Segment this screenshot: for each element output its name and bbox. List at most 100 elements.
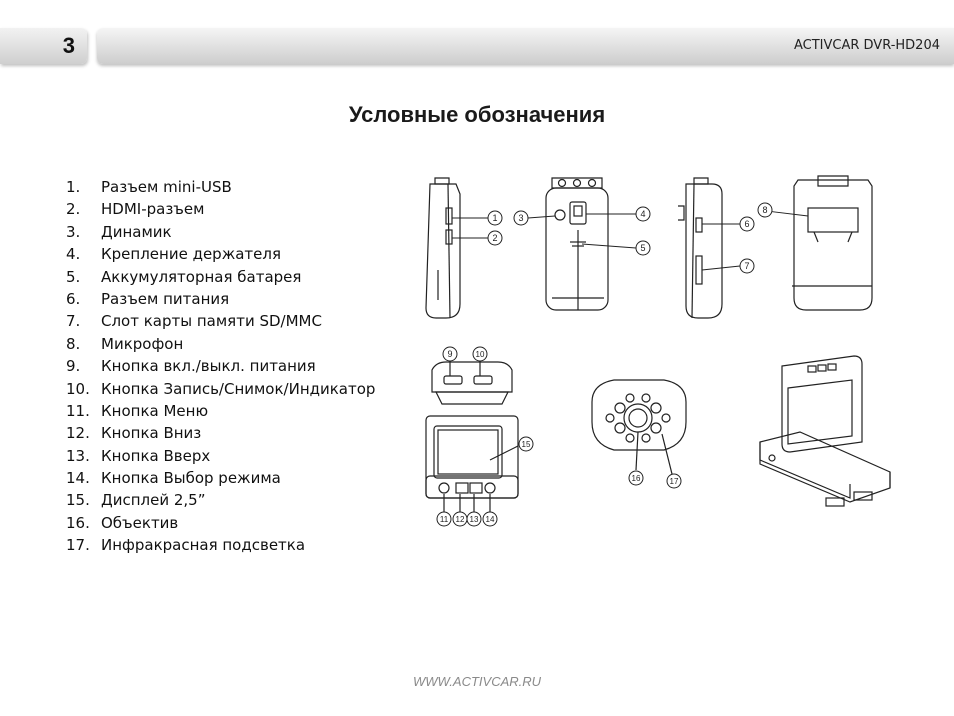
legend-label: Кнопка Вниз (101, 424, 202, 443)
callout-5: 5 (635, 240, 651, 256)
legend-label: Динамик (101, 222, 172, 241)
legend-label: Крепление держателя (101, 245, 281, 264)
legend-item: 14. Кнопка Выбор режима (66, 467, 375, 489)
legend-number: 8. (66, 334, 81, 353)
callout-8: 8 (757, 202, 773, 218)
legend-label: Инфракрасная подсветка (101, 536, 306, 555)
header-bar: ACTIVCAR DVR-HD204 (97, 28, 954, 64)
callout-3: 3 (513, 210, 529, 226)
callout-15: 15 (518, 436, 534, 452)
legend-item: 16. Объектив (66, 512, 375, 534)
device-perspective-view (759, 355, 891, 507)
callout-label: 2 (492, 233, 497, 243)
callout-label: 14 (486, 515, 495, 524)
legend-number: 2. (66, 200, 81, 219)
legend-label: Разъем питания (101, 289, 230, 308)
callout-2: 2 (487, 230, 503, 246)
legend-item: 10.Кнопка Запись/Снимок/Индикатор (66, 378, 375, 400)
callout-4: 4 (635, 206, 651, 222)
parts-legend: 1. Разъем mini-USB 2. HDMI-разъем 3. Динами… (66, 176, 375, 557)
legend-number: 1. (66, 178, 81, 196)
legend-item: 6. Разъем питания (66, 288, 375, 310)
callout-label: 12 (456, 515, 465, 524)
legend-label: Слот карты памяти SD/MMC (101, 312, 322, 331)
legend-label: Разъем mini-USB (101, 178, 232, 196)
callout-label: 9 (447, 349, 452, 359)
device-diagram: 1 2 3 4 5 6 7 8 9 10 11 12 13 14 15 16 1… (425, 175, 891, 527)
legend-number: 14. (66, 469, 90, 488)
callout-14: 14 (482, 511, 498, 527)
device-display-view (425, 415, 519, 512)
legend-item: 5. Аккумуляторная батарея (66, 266, 375, 288)
callout-markers: 1 2 3 4 5 6 7 8 9 10 11 12 13 14 15 16 1… (436, 202, 773, 527)
legend-number: 6. (66, 289, 81, 308)
callout-label: 1 (492, 213, 497, 223)
legend-item: 4. Крепление держателя (66, 243, 375, 265)
page-number-tab: 3 (0, 28, 87, 64)
legend-number: 15. (66, 491, 90, 510)
legend-item: 17. Инфракрасная подсветка (66, 534, 375, 556)
callout-label: 3 (518, 213, 523, 223)
legend-label: Кнопка вкл./выкл. питания (101, 357, 316, 376)
device-top-view (431, 356, 513, 405)
legend-item: 13. Кнопка Вверх (66, 445, 375, 467)
callout-9: 9 (442, 346, 458, 362)
legend-number: 5. (66, 267, 81, 286)
callout-17: 17 (666, 473, 682, 489)
legend-number: 12. (66, 424, 90, 443)
legend-item: 3. Динамик (66, 221, 375, 243)
legend-item: 8. Микрофон (66, 333, 375, 355)
legend-label: Объектив (101, 513, 179, 532)
device-front-view (545, 177, 609, 311)
legend-number: 7. (66, 312, 81, 331)
legend-number: 11. (66, 401, 90, 420)
callout-label: 15 (522, 440, 531, 449)
legend-item: 9. Кнопка вкл./выкл. питания (66, 355, 375, 377)
device-back-view (792, 175, 873, 311)
callout-7: 7 (739, 258, 755, 274)
footer-url: WWW.ACTIVCAR.RU (412, 674, 542, 689)
callout-label: 17 (670, 477, 679, 486)
legend-label: HDMI-разъем (101, 200, 205, 219)
legend-label: Кнопка Вверх (101, 446, 211, 465)
callout-16: 16 (628, 470, 644, 486)
legend-item: 11. Кнопка Меню (66, 400, 375, 422)
callout-label: 10 (476, 350, 485, 359)
callout-label: 11 (440, 515, 449, 524)
legend-label: Кнопка Меню (101, 401, 209, 420)
legend-item: 1. Разъем mini-USB (66, 176, 375, 198)
page-title: Условные обозначения (348, 102, 606, 127)
callout-11: 11 (436, 511, 452, 527)
callout-label: 16 (632, 474, 641, 483)
device-lens-view (591, 379, 687, 475)
callout-label: 8 (762, 205, 767, 215)
page-number: 3 (62, 33, 75, 58)
legend-label: Аккумуляторная батарея (101, 267, 302, 286)
callout-label: 13 (470, 515, 479, 524)
legend-item: 7. Слот карты памяти SD/MMC (66, 310, 375, 332)
legend-number: 4. (66, 245, 81, 264)
callout-6: 6 (739, 216, 755, 232)
callout-label: 6 (744, 219, 749, 229)
callout-13: 13 (466, 511, 482, 527)
device-side-view-right (678, 177, 723, 319)
callout-label: 4 (640, 209, 645, 219)
legend-number: 9. (66, 357, 81, 376)
legend-label: Кнопка Выбор режима (101, 469, 281, 488)
callout-leaders (452, 209, 809, 271)
device-side-view-left (425, 177, 461, 319)
callout-label: 7 (744, 261, 749, 271)
legend-label: Микрофон (101, 334, 184, 353)
legend-item: 2. HDMI-разъем (66, 198, 375, 220)
legend-item: 15.Дисплей 2,5” (66, 489, 375, 511)
legend-number: 17. (66, 536, 90, 555)
legend-number: 16. (66, 513, 90, 532)
legend-number: 13. (66, 446, 90, 465)
callout-12: 12 (452, 511, 468, 527)
callout-1: 1 (487, 210, 503, 226)
legend-item: 12. Кнопка Вниз (66, 422, 375, 444)
legend-number: 3. (66, 222, 81, 241)
callout-10: 10 (472, 346, 488, 362)
callout-label: 5 (640, 243, 645, 253)
legend-label: Кнопка Запись/Снимок/Индикатор (101, 379, 376, 398)
